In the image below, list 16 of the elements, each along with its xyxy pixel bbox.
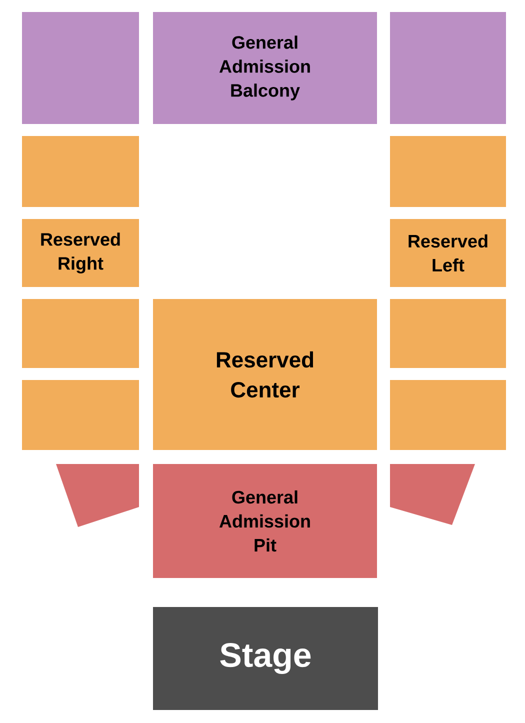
seating-section (390, 136, 506, 207)
seating-section (390, 299, 506, 368)
balcony-section (390, 12, 506, 124)
stage: Stage (153, 607, 378, 710)
seating-section (22, 380, 139, 450)
seating-section (22, 299, 139, 368)
pit-section (56, 464, 139, 527)
pit-section (390, 464, 475, 525)
seating-section: Reserved Right (22, 219, 139, 287)
balcony-section: General Admission Balcony (153, 12, 377, 124)
seating-section: Reserved Left (390, 219, 506, 287)
pit-section: General Admission Pit (153, 464, 377, 578)
seating-section (390, 380, 506, 450)
seating-section (22, 136, 139, 207)
balcony-section (22, 12, 139, 124)
seating-section: Reserved Center (153, 299, 377, 450)
